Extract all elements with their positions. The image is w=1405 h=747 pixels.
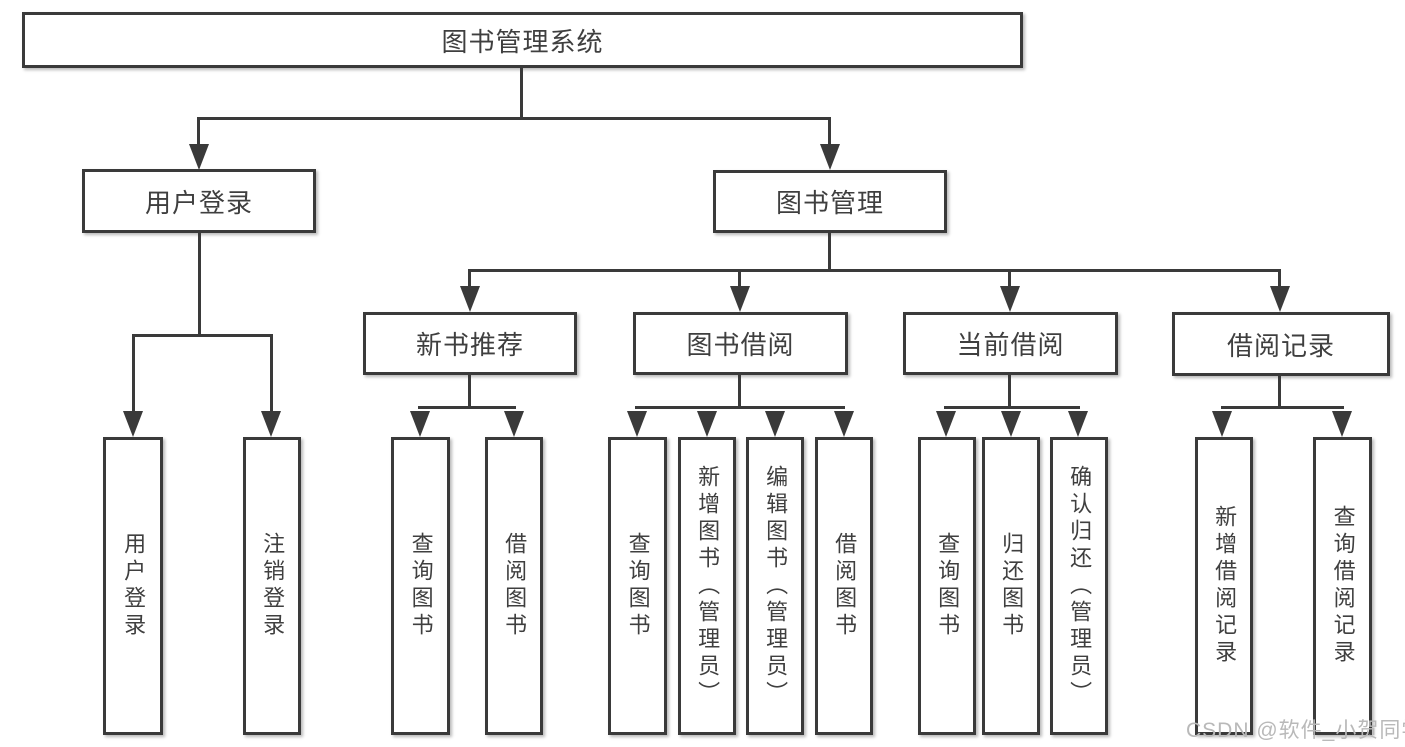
arrowhead-icon xyxy=(189,144,209,170)
connector-line xyxy=(635,406,845,409)
leaf-logout-login: 注销登录 xyxy=(243,437,301,735)
leaf-user-login: 用户登录 xyxy=(103,437,163,735)
arrowhead-icon xyxy=(410,411,430,437)
connector-line xyxy=(132,334,273,337)
leaf-label: 用户登录 xyxy=(121,532,147,640)
connector-line xyxy=(468,269,471,288)
node-user-login: 用户登录 xyxy=(82,169,316,233)
arrowhead-icon xyxy=(123,411,143,437)
leaf-query-books-borrowing: 查询图书 xyxy=(608,437,667,735)
arrowhead-icon xyxy=(1001,411,1021,437)
leaf-query-borrow-record: 查询借阅记录 xyxy=(1313,437,1372,735)
leaf-label: 查询借阅记录 xyxy=(1330,505,1356,667)
connector-line xyxy=(1008,269,1011,288)
node-borrowing-records: 借阅记录 xyxy=(1172,312,1390,376)
arrowhead-icon xyxy=(820,144,840,170)
leaf-label: 新增图书（管理员） xyxy=(695,464,721,708)
leaf-confirm-return-admin: 确认归还（管理员） xyxy=(1050,437,1108,735)
arrowhead-icon xyxy=(697,411,717,437)
leaf-label: 新增借阅记录 xyxy=(1212,505,1238,667)
arrowhead-icon xyxy=(936,411,956,437)
connector-line xyxy=(1221,406,1344,409)
connector-line xyxy=(197,117,200,147)
connector-line xyxy=(828,233,831,271)
connector-line xyxy=(520,68,523,119)
arrowhead-icon xyxy=(1212,411,1232,437)
connector-line xyxy=(270,334,273,413)
connector-line xyxy=(132,334,135,413)
leaf-label: 借阅图书 xyxy=(832,532,858,640)
leaf-label: 查询图书 xyxy=(625,532,651,640)
arrowhead-icon xyxy=(765,411,785,437)
connector-line xyxy=(468,375,471,408)
leaf-label: 查询图书 xyxy=(408,532,434,640)
leaf-add-borrow-record: 新增借阅记录 xyxy=(1195,437,1253,735)
connector-line xyxy=(198,233,201,336)
leaf-return-books: 归还图书 xyxy=(982,437,1040,735)
node-current-borrowing: 当前借阅 xyxy=(903,312,1118,375)
connector-line xyxy=(1278,375,1281,408)
leaf-label: 注销登录 xyxy=(260,532,286,640)
leaf-label: 查询图书 xyxy=(935,532,961,640)
arrowhead-icon xyxy=(1270,286,1290,312)
connector-line xyxy=(1278,269,1281,288)
connector-line xyxy=(738,269,741,288)
arrowhead-icon xyxy=(627,411,647,437)
arrowhead-icon xyxy=(1068,411,1088,437)
leaf-label: 编辑图书（管理员） xyxy=(763,464,789,708)
leaf-borrow-books: 借阅图书 xyxy=(815,437,873,735)
leaf-borrow-books-recommend: 借阅图书 xyxy=(485,437,543,735)
arrowhead-icon xyxy=(261,411,281,437)
connector-line xyxy=(944,406,1080,409)
connector-line xyxy=(1008,375,1011,408)
arrowhead-icon xyxy=(460,286,480,312)
leaf-label: 归还图书 xyxy=(999,532,1025,640)
connector-line xyxy=(418,406,516,409)
connector-line xyxy=(468,269,1281,272)
leaf-add-books-admin: 新增图书（管理员） xyxy=(678,437,736,735)
leaf-query-books-current: 查询图书 xyxy=(918,437,976,735)
arrowhead-icon xyxy=(1332,411,1352,437)
node-book-management: 图书管理 xyxy=(713,170,947,233)
leaf-edit-books-admin: 编辑图书（管理员） xyxy=(746,437,804,735)
arrowhead-icon xyxy=(730,286,750,312)
leaf-label: 借阅图书 xyxy=(502,532,528,640)
connector-line xyxy=(197,117,831,120)
node-new-book-recommendation: 新书推荐 xyxy=(363,312,577,375)
watermark: CSDN @软件_小贺同学 xyxy=(1186,719,1405,742)
arrowhead-icon xyxy=(834,411,854,437)
arrowhead-icon xyxy=(1000,286,1020,312)
node-book-borrowing: 图书借阅 xyxy=(633,312,848,375)
leaf-query-books-recommend: 查询图书 xyxy=(391,437,450,735)
arrowhead-icon xyxy=(504,411,524,437)
node-library-management-system: 图书管理系统 xyxy=(22,12,1023,68)
leaf-label: 确认归还（管理员） xyxy=(1067,464,1093,708)
connector-line xyxy=(828,117,831,147)
connector-line xyxy=(738,375,741,408)
